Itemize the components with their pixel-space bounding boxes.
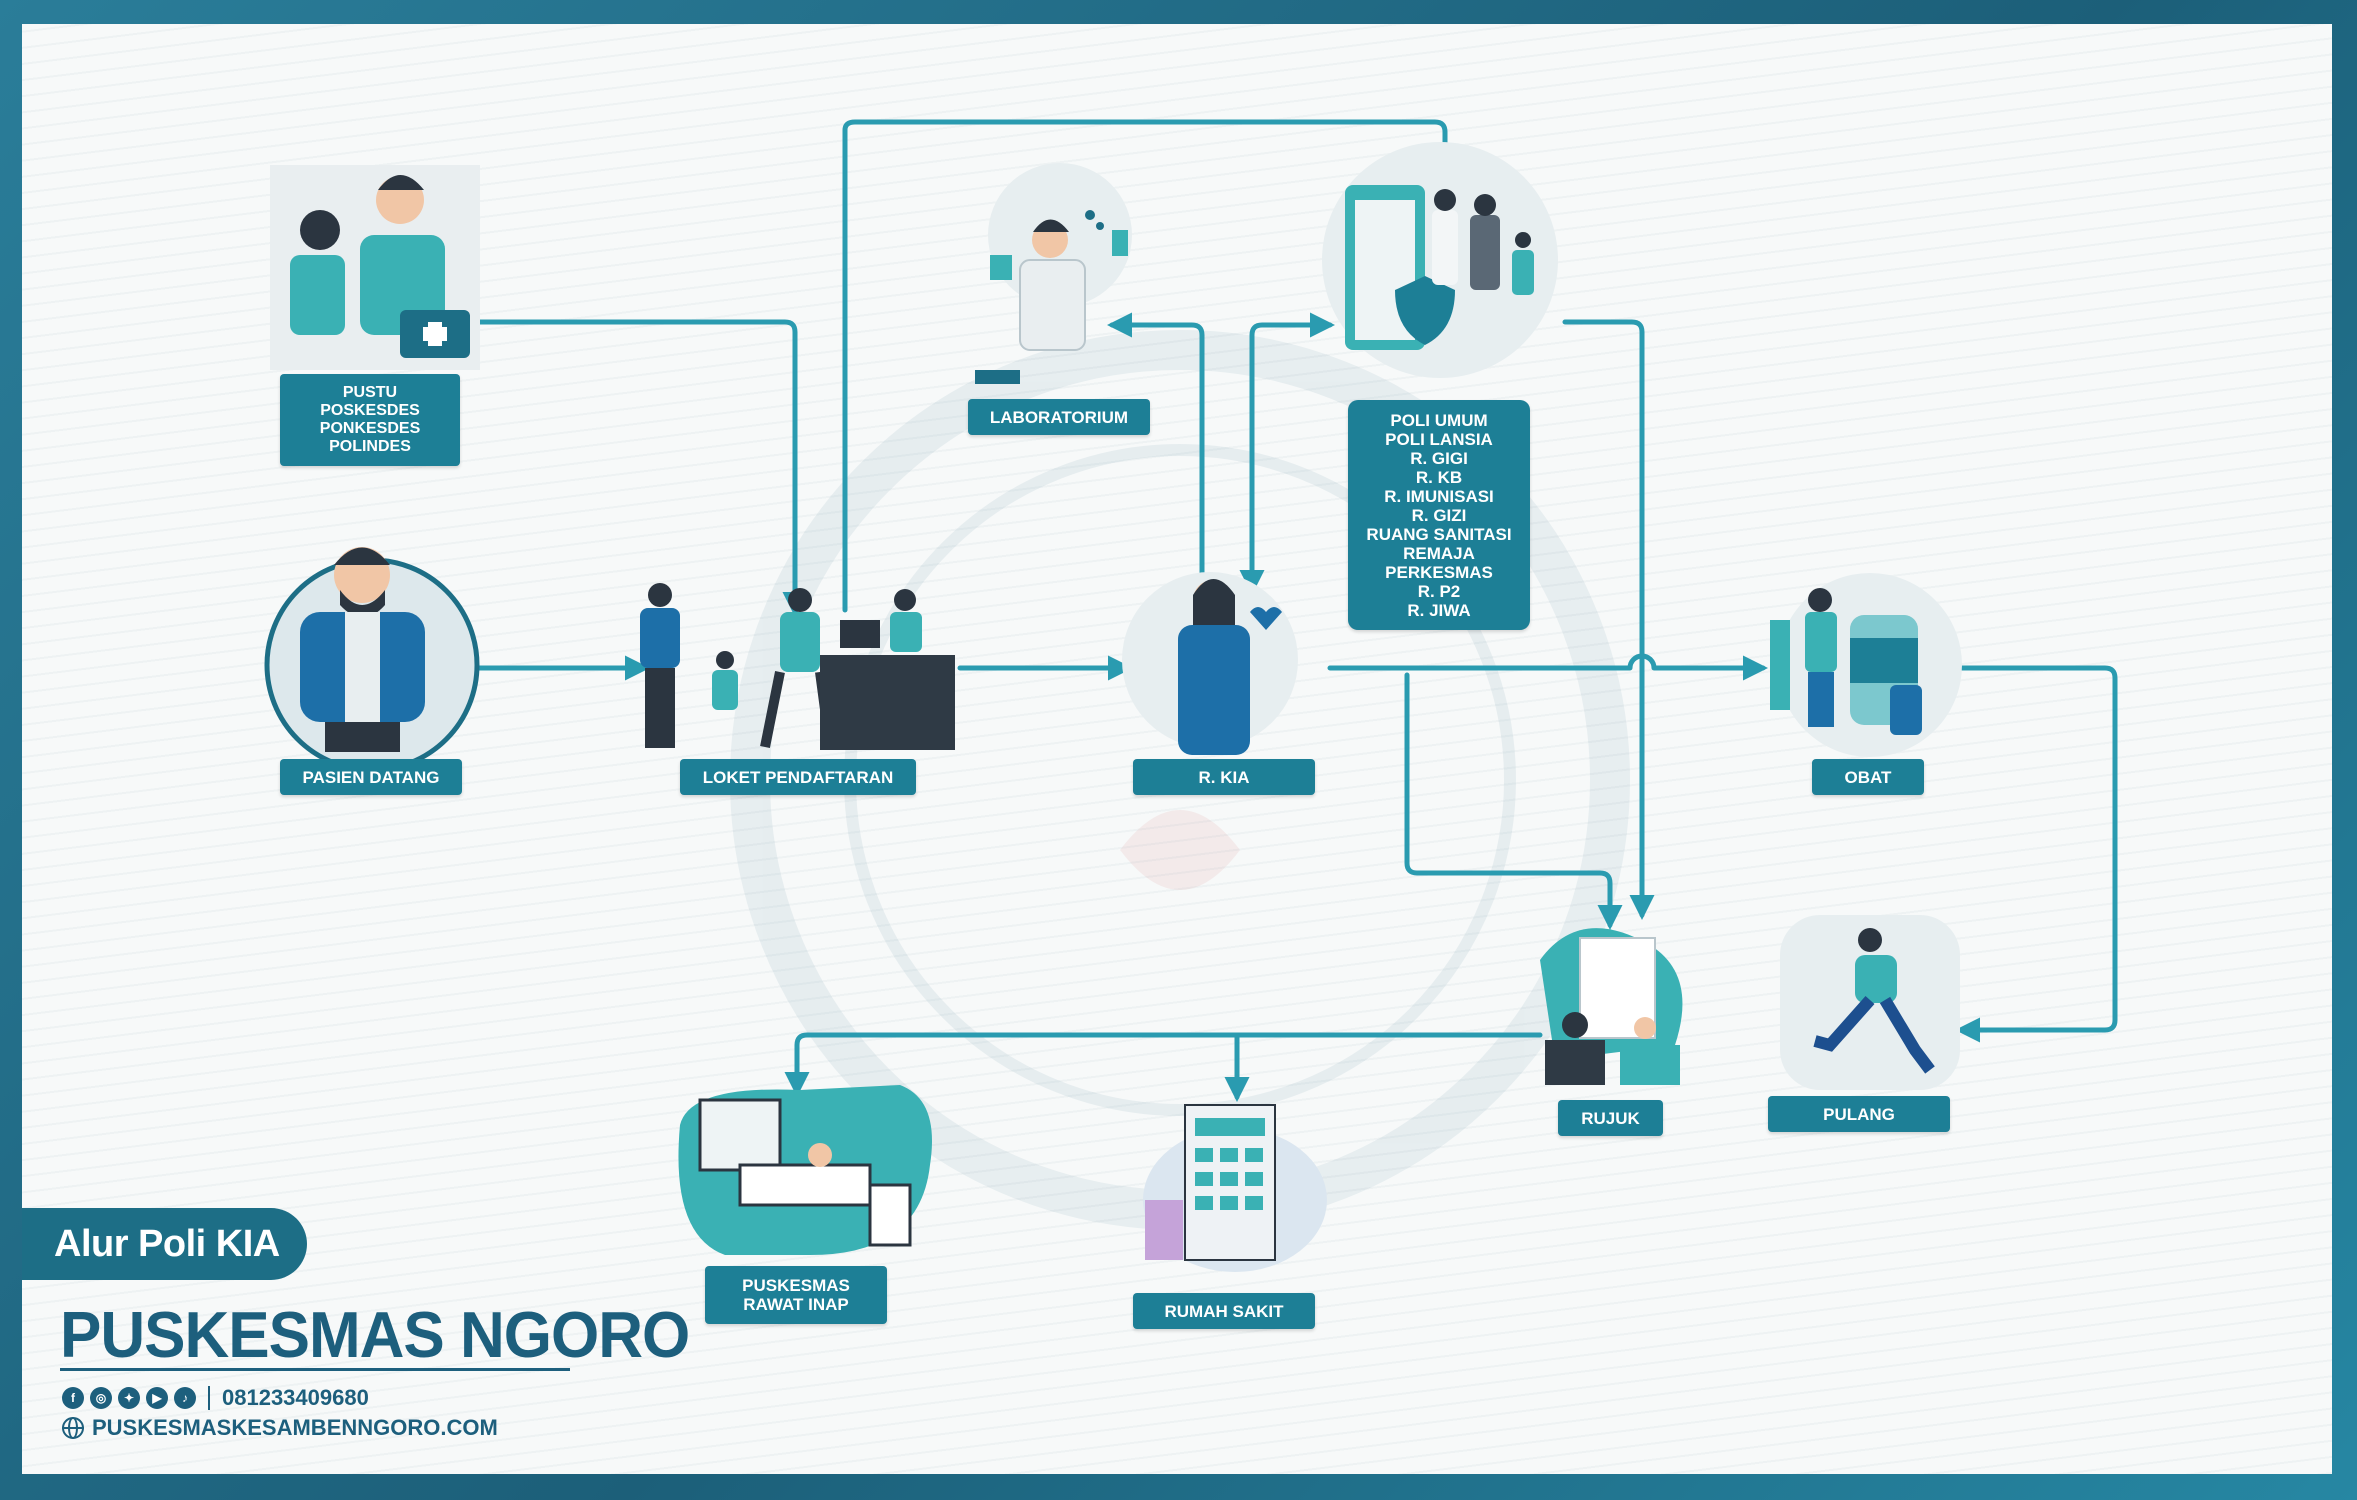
- node-poli: POLI UMUM POLI LANSIA R. GIGI R. KB R. I…: [1348, 400, 1530, 630]
- rawat-inap-line: RAWAT INAP: [743, 1295, 849, 1314]
- poli-item: RUANG SANITASI: [1366, 524, 1512, 544]
- poli-item: R. GIZI: [1411, 505, 1467, 525]
- page-title: PUSKESMAS NGORO: [60, 1299, 690, 1372]
- node-pulang: PULANG: [1768, 1096, 1950, 1132]
- node-laboratorium: LABORATORIUM: [968, 399, 1150, 435]
- connector-pustu-loket: [467, 319, 808, 617]
- instagram-icon[interactable]: ◎: [90, 1387, 112, 1409]
- pustu-line: PUSTU: [342, 384, 398, 401]
- poli-item: R. JIWA: [1407, 600, 1471, 620]
- loket-illustration: [640, 583, 955, 750]
- contact-row: f ◎ ✦ ▶ ♪ 081233409680: [62, 1385, 369, 1411]
- kia-illustration: [1122, 572, 1298, 755]
- connector-rujuk-rawatinap: [784, 1032, 1543, 1097]
- globe-icon: [62, 1417, 84, 1439]
- node-pustu: PUSTU POSKESDES PONKESDES POLINDES: [280, 374, 460, 466]
- rujuk-label: RUJUK: [1581, 1108, 1640, 1128]
- pulang-label: PULANG: [1823, 1104, 1895, 1124]
- rawat-inap-illustration: [678, 1085, 932, 1255]
- rumah-sakit-illustration: [1143, 1104, 1327, 1272]
- node-obat: OBAT: [1812, 759, 1924, 795]
- website-row: PUSKESMASKESAMBENNGORO.COM: [62, 1415, 498, 1441]
- title-underline: [60, 1368, 570, 1371]
- node-r-kia: R. KIA: [1133, 759, 1315, 795]
- poli-item: R. P2: [1417, 581, 1461, 601]
- rujuk-illustration: [1540, 928, 1683, 1085]
- website-link[interactable]: PUSKESMASKESAMBENNGORO.COM: [92, 1415, 498, 1440]
- subtitle-badge: Alur Poli KIA: [22, 1208, 307, 1280]
- pustu-line: POLINDES: [329, 438, 411, 455]
- loket-label: LOKET PENDAFTARAN: [702, 767, 894, 787]
- node-loket-pendaftaran: LOKET PENDAFTARAN: [680, 759, 916, 795]
- subtitle: Alur Poli KIA: [54, 1222, 280, 1265]
- phone-number: 081233409680: [222, 1385, 369, 1410]
- pulang-illustration: [1780, 915, 1960, 1090]
- connector-obat-pulang: [1955, 665, 2118, 1043]
- pasien-datang-label: PASIEN DATANG: [302, 767, 440, 787]
- laboratorium-label: LABORATORIUM: [989, 407, 1129, 427]
- poli-item: R. KB: [1415, 467, 1463, 487]
- laboratorium-illustration: [975, 163, 1132, 384]
- connector-kia-obat: [1327, 653, 1768, 681]
- obat-label: OBAT: [1844, 767, 1892, 787]
- tiktok-icon[interactable]: ♪: [174, 1387, 196, 1409]
- node-rawat-inap: PUSKESMAS RAWAT INAP: [705, 1266, 887, 1324]
- pustu-line: PONKESDES: [319, 420, 421, 437]
- obat-illustration: [1770, 573, 1962, 757]
- pasien-illustration: [264, 547, 480, 773]
- node-pasien-datang: PASIEN DATANG: [280, 759, 462, 795]
- poli-item: POLI LANSIA: [1385, 429, 1493, 449]
- connector-loket-poli: [842, 119, 1458, 613]
- divider: [208, 1386, 210, 1410]
- poli-item: PERKESMAS: [1385, 562, 1493, 582]
- youtube-icon[interactable]: ▶: [146, 1387, 168, 1409]
- r-kia-label: R. KIA: [1198, 767, 1250, 787]
- twitter-icon[interactable]: ✦: [118, 1387, 140, 1409]
- connector-poli-rujuk: [1562, 319, 1655, 920]
- poli-item: R. GIGI: [1410, 448, 1468, 468]
- pustu-illustration: [270, 165, 480, 370]
- poli-illustration: [1322, 142, 1558, 378]
- node-rumah-sakit: RUMAH SAKIT: [1133, 1293, 1315, 1329]
- connector-kia-rujuk: [1404, 672, 1623, 930]
- connector-kia-poli: [1239, 312, 1335, 595]
- facebook-icon[interactable]: f: [62, 1387, 84, 1409]
- rawat-inap-line: PUSKESMAS: [742, 1276, 850, 1295]
- pustu-line: POSKESDES: [320, 402, 420, 419]
- poli-item: R. IMUNISASI: [1384, 486, 1494, 506]
- poli-item: POLI UMUM: [1390, 410, 1488, 430]
- poli-item: REMAJA: [1403, 543, 1475, 563]
- connector-kia-lab: [1107, 312, 1205, 581]
- rumah-sakit-label: RUMAH SAKIT: [1164, 1301, 1284, 1321]
- node-rujuk: RUJUK: [1558, 1100, 1663, 1136]
